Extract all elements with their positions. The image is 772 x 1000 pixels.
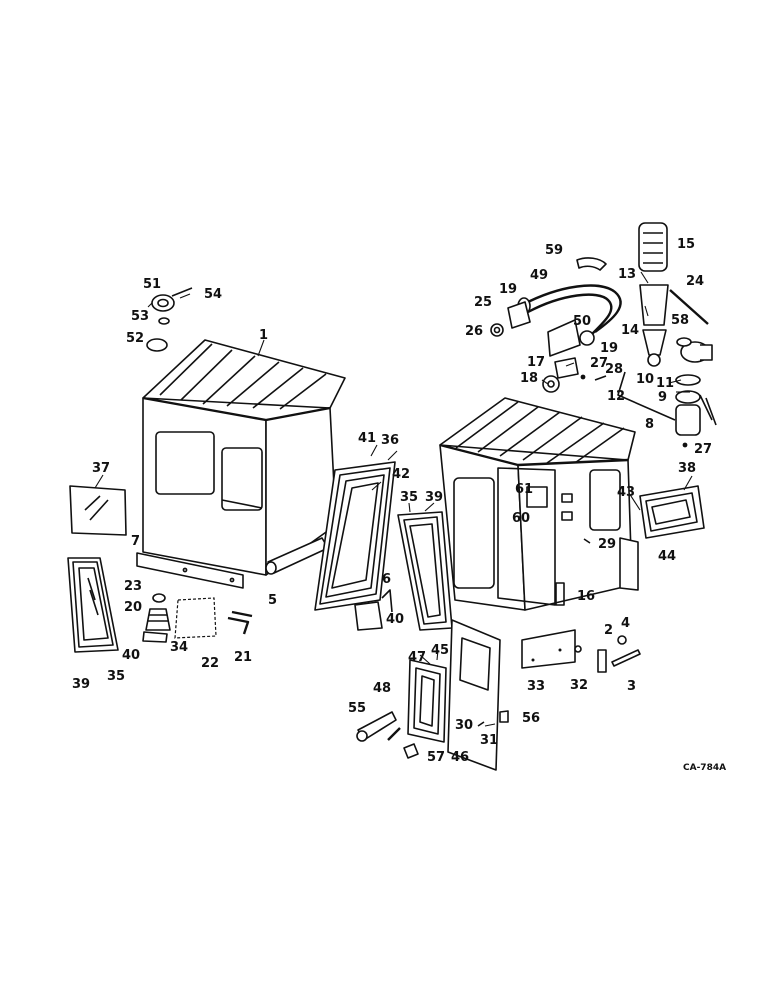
callout-44: 44 xyxy=(658,549,676,564)
callout-57: 57 xyxy=(427,750,445,765)
callout-1: 1 xyxy=(259,328,268,343)
right-cab-shell xyxy=(439,397,639,611)
callout-29: 29 xyxy=(598,537,616,552)
callout-labels: 1 2 3 4 5 6 7 8 9 10 11 12 13 14 15 16 1… xyxy=(72,237,726,773)
callout-31: 31 xyxy=(480,733,498,748)
callout-10: 10 xyxy=(636,372,654,387)
callout-49: 49 xyxy=(530,268,548,283)
callout-55: 55 xyxy=(348,701,366,716)
callout-11: 11 xyxy=(656,376,674,391)
side-window-frames xyxy=(314,461,396,611)
callout-17: 17 xyxy=(527,355,545,370)
callout-52: 52 xyxy=(126,331,144,346)
callout-40b: 40 xyxy=(386,612,404,627)
callout-50: 50 xyxy=(573,314,591,329)
callout-18: 18 xyxy=(520,371,538,386)
right-lower-parts xyxy=(521,485,705,673)
callout-2: 2 xyxy=(604,623,613,638)
callout-37: 37 xyxy=(92,461,110,476)
callout-9: 9 xyxy=(658,390,667,405)
callout-61: 61 xyxy=(515,482,533,497)
callout-30: 30 xyxy=(455,718,473,733)
callout-58: 58 xyxy=(671,313,689,328)
callout-15: 15 xyxy=(677,237,695,252)
top-left-small-parts xyxy=(146,287,193,352)
callout-35a: 35 xyxy=(107,669,125,684)
drawing-code: CA-784A xyxy=(683,763,726,773)
callout-27b: 27 xyxy=(694,442,712,457)
callout-35b: 35 xyxy=(400,490,418,505)
callout-19b: 19 xyxy=(600,341,618,356)
callout-38: 38 xyxy=(678,461,696,476)
callout-45: 45 xyxy=(431,643,449,658)
callout-28: 28 xyxy=(605,362,623,377)
callout-27a: 27 xyxy=(590,356,608,371)
callout-21: 21 xyxy=(234,650,252,665)
callout-48: 48 xyxy=(373,681,391,696)
callout-22: 22 xyxy=(201,656,219,671)
callout-16: 16 xyxy=(577,589,595,604)
callout-3: 3 xyxy=(627,679,636,694)
callout-19a: 19 xyxy=(499,282,517,297)
callout-60: 60 xyxy=(512,511,530,526)
callout-47: 47 xyxy=(408,650,426,665)
left-window-parts xyxy=(67,485,253,653)
callout-34: 34 xyxy=(170,640,188,655)
callout-12: 12 xyxy=(607,389,625,404)
heater-assembly xyxy=(490,222,717,448)
callout-20: 20 xyxy=(124,600,142,615)
callout-59: 59 xyxy=(545,243,563,258)
callout-5: 5 xyxy=(268,593,277,608)
callout-26: 26 xyxy=(465,324,483,339)
callout-7: 7 xyxy=(131,534,140,549)
callout-53: 53 xyxy=(131,309,149,324)
callout-43: 43 xyxy=(617,485,635,500)
left-cab-shell xyxy=(136,339,346,589)
callout-25: 25 xyxy=(474,295,492,310)
callout-39a: 39 xyxy=(72,677,90,692)
callout-13: 13 xyxy=(618,267,636,282)
callout-33: 33 xyxy=(527,679,545,694)
callout-4: 4 xyxy=(621,616,630,631)
callout-56: 56 xyxy=(522,711,540,726)
door-window-frames xyxy=(354,511,453,631)
leader-lines xyxy=(94,271,693,727)
callout-40a: 40 xyxy=(122,648,140,663)
callout-6: 6 xyxy=(382,572,391,587)
callout-46: 46 xyxy=(451,750,469,765)
callout-54: 54 xyxy=(204,287,222,302)
callout-8: 8 xyxy=(645,417,654,432)
callout-51: 51 xyxy=(143,277,161,292)
callout-42: 42 xyxy=(392,467,410,482)
callout-41: 41 xyxy=(358,431,376,446)
callout-39b: 39 xyxy=(425,490,443,505)
callout-36: 36 xyxy=(381,433,399,448)
callout-14: 14 xyxy=(621,323,639,338)
door-panel xyxy=(356,619,509,771)
callout-24: 24 xyxy=(686,274,704,289)
callout-23: 23 xyxy=(124,579,142,594)
callout-32: 32 xyxy=(570,678,588,693)
